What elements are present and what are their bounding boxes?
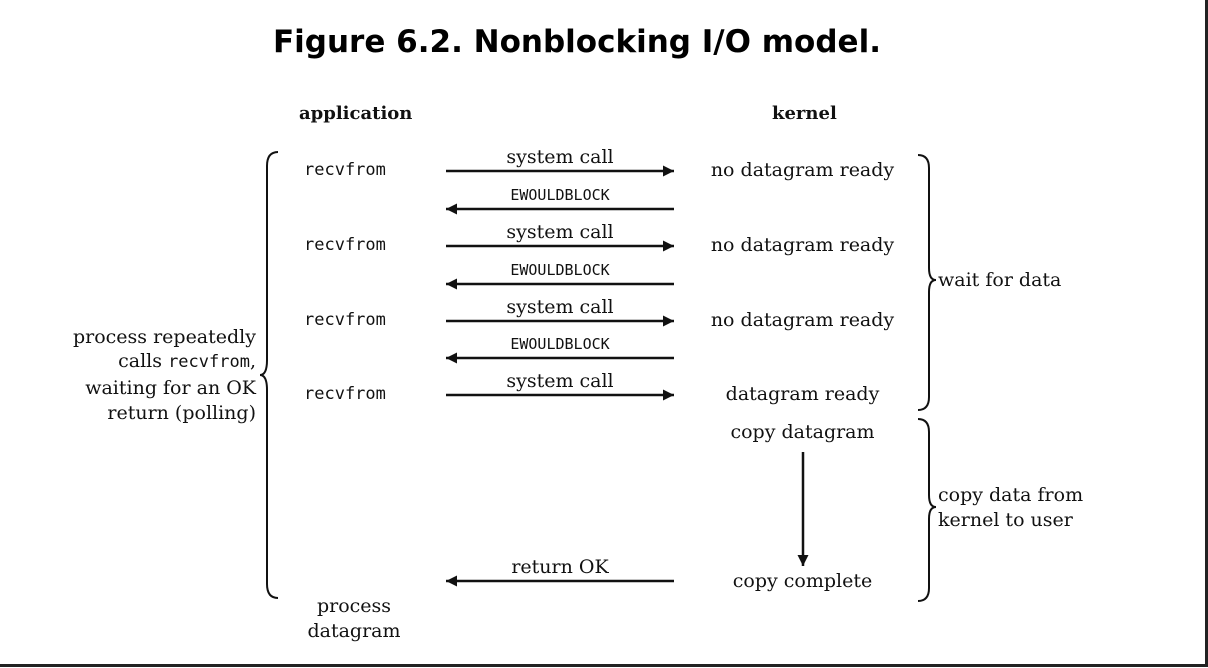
- kernel-column-header: kernel: [772, 103, 837, 124]
- return-ok-label: return OK: [511, 556, 609, 578]
- wait-for-data-label: wait for data: [938, 269, 1062, 291]
- ewouldblock-label-1: EWOULDBLOCK: [510, 186, 610, 204]
- polling-note-line-2: calls recvfrom,: [40, 350, 256, 372]
- kernel-state-3: no datagram ready: [710, 309, 895, 331]
- kernel-state-2: no datagram ready: [710, 234, 895, 256]
- kernel-state-1: no datagram ready: [710, 159, 895, 181]
- figure-title: Figure 6.2. Nonblocking I/O model.: [273, 24, 881, 60]
- copy-phase-label-line-1: copy data from: [938, 484, 1084, 506]
- copy-datagram-label: copy datagram: [730, 421, 875, 443]
- recvfrom-call-4: recvfrom: [304, 384, 386, 404]
- recvfrom-call-2: recvfrom: [304, 235, 386, 255]
- system-call-label-2: system call: [506, 221, 614, 243]
- polling-note-prefix: calls: [118, 350, 169, 372]
- ewouldblock-label-3: EWOULDBLOCK: [510, 335, 610, 353]
- ewouldblock-label-2: EWOULDBLOCK: [510, 261, 610, 279]
- copy-data-brace: [917, 418, 937, 602]
- system-call-label-3: system call: [506, 296, 614, 318]
- polling-note-line-3: waiting for an OK: [85, 377, 256, 399]
- wait-for-data-brace: [917, 154, 937, 411]
- polling-note-line-1: process repeatedly: [72, 326, 256, 348]
- kernel-state-4: datagram ready: [725, 383, 880, 405]
- system-call-label-4: system call: [506, 370, 614, 392]
- polling-note-code: recvfrom: [168, 352, 250, 372]
- left-brace: [259, 151, 279, 599]
- copy-phase-label-line-2: kernel to user: [938, 509, 1073, 531]
- application-column-header: application: [299, 103, 413, 124]
- polling-note-suffix: ,: [249, 350, 256, 372]
- polling-note-line-4: return (polling): [107, 402, 256, 424]
- copy-complete-label: copy complete: [732, 570, 873, 592]
- recvfrom-call-3: recvfrom: [304, 310, 386, 330]
- process-datagram-line-2: datagram: [307, 620, 401, 642]
- process-datagram-line-1: process: [316, 595, 392, 617]
- recvfrom-call-1: recvfrom: [304, 160, 386, 180]
- system-call-label-1: system call: [506, 146, 614, 168]
